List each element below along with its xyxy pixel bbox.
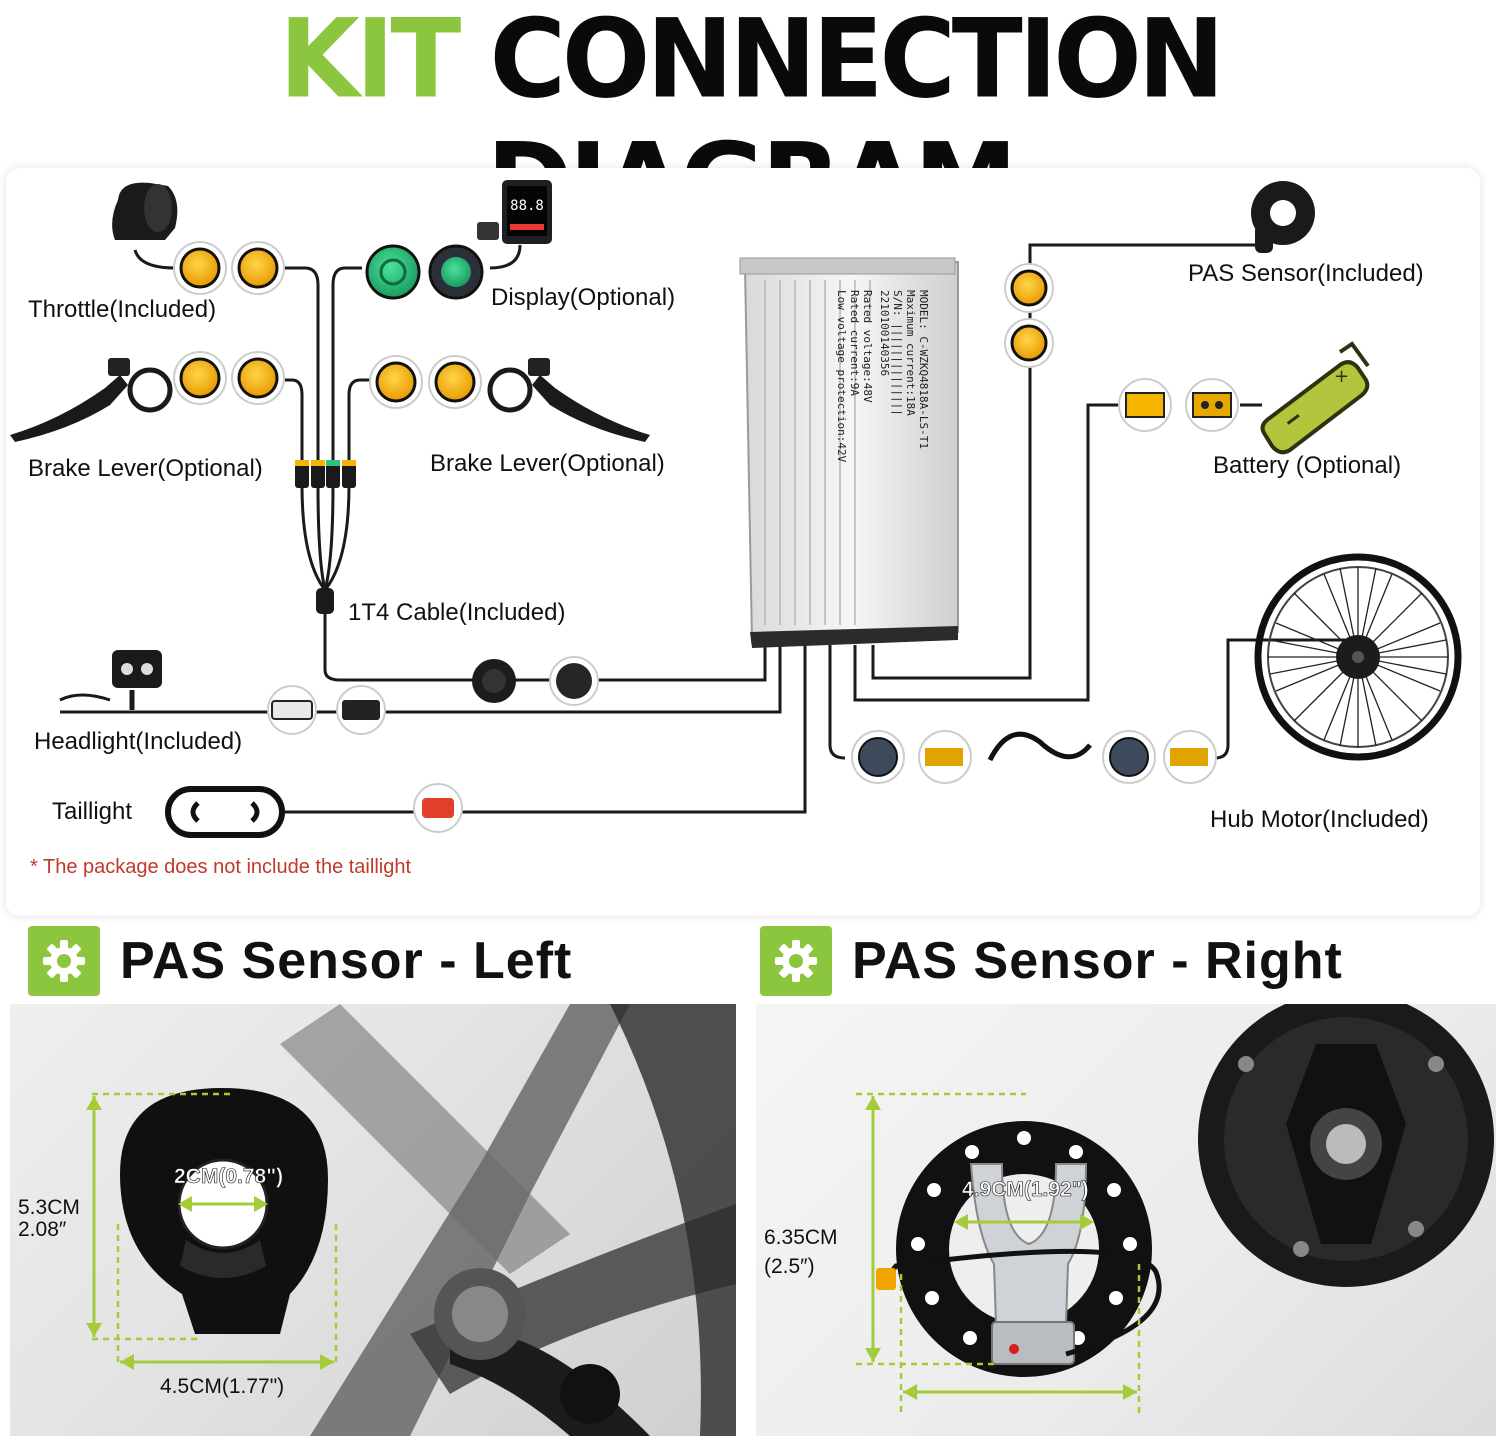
pas-left-photo [10,1004,736,1436]
battery-label: Battery (Optional) [1213,452,1402,479]
taillight-note: * The package does not include the taill… [30,856,412,878]
wire-hub-motor-b [1214,638,1350,760]
wire-throttle [285,266,320,460]
pas-left-width-dim: 4.5CM(1.77") [160,1375,285,1398]
wire-hub-motor-a [828,645,846,760]
pas-right-height-cm: 6.35CM [764,1226,838,1249]
cable-label: 1T4 Cable(Included) [348,599,566,626]
brake-lever-left-icon [10,358,173,442]
brake-lever-right-icon [487,358,650,442]
controller-line-model: MODEL: C-WZKQ4818A-LS-T1 [917,290,930,449]
hub-motor-label: Hub Motor(Included) [1210,806,1429,833]
controller-line-rated-voltage: Rated voltage:48V [861,290,874,403]
wire-battery [853,403,1120,702]
wiring-diagram: 88.8 + [10,180,1462,838]
wire-1t4-controller [323,605,767,682]
headlight-icon [59,650,162,710]
wire-display-device [489,244,522,270]
wire-brake-right [347,378,372,460]
pas-left-title: PAS Sensor - Left [120,932,573,990]
wires [60,243,1350,814]
wire-brake-left [285,378,304,460]
pas-sensor-icon [1251,181,1315,253]
pas-label: PAS Sensor(Included) [1188,260,1424,287]
controller-line-lv-protection: Low voltage protection:42V [835,290,848,463]
pas-right-photo [756,1004,1496,1436]
pas-left-height-in: 2.08″ [18,1218,67,1241]
connectors [173,241,1239,833]
gear-icon [28,926,100,996]
splitter-fan [300,484,351,591]
display-label: Display(Optional) [491,284,676,311]
controller-line-sn: S/N: |||||||||||||| [891,290,904,416]
controller-line-max-current: Maximum current:18A [904,290,917,416]
hub-motor-wheel-icon [1254,553,1462,761]
taillight-icon [165,786,285,838]
display-icon: 88.8 [477,180,552,244]
battery-icon: + [1260,341,1370,455]
wire-pas [871,243,1255,680]
gear-icon [760,926,832,996]
svg-text:+: + [1334,366,1349,387]
brake-left-label: Brake Lever(Optional) [28,455,263,482]
chainring-icon [1198,1004,1494,1287]
throttle-label: Throttle(Included) [28,296,217,323]
pas-left-height-cm: 5.3CM [18,1196,80,1219]
pas-right-inner-dim: 4.9CM(1.92") [962,1178,1089,1202]
pas-left-inner-dim: 2CM(0.78") [174,1165,284,1189]
wire-display [331,266,362,460]
pas-left-heading: PAS Sensor - Left [28,926,572,996]
pas-right-height-in: (2.5″) [764,1255,815,1278]
controller-label: MODEL: C-WZKQ4818A-LS-T1 Maximum current… [835,290,930,670]
title-accent: KIT [279,0,461,123]
pas-right-title: PAS Sensor - Right [852,932,1343,990]
splitter-plugs [295,460,356,614]
controller-line-rated-current: Rated current:9A [848,290,861,396]
throttle-icon [112,182,178,240]
wire-throttle-device [133,249,176,270]
pas-right-heading: PAS Sensor - Right [760,926,1343,996]
headlight-label: Headlight(Included) [34,728,243,755]
taillight-label: Taillight [52,798,133,825]
brake-right-label: Brake Lever(Optional) [430,450,665,477]
controller-line-sn-number: 2210100140356 [878,290,891,377]
display-screen-value: 88.8 [510,198,544,214]
controller-icon [739,257,959,648]
